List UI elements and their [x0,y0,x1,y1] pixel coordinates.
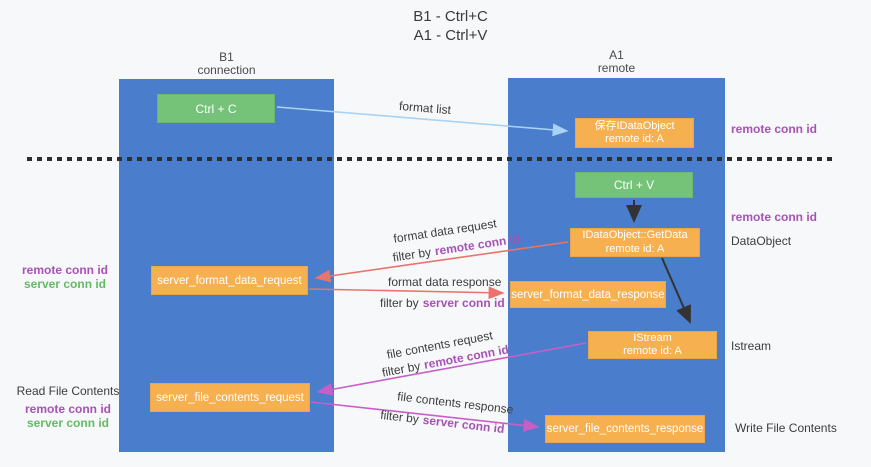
node-server-file-contents-response-label: server_file_contents_response [546,423,704,435]
annotation-left-server-conn-id-2: server conn id [26,416,110,430]
lane-b1-name: B1 [219,50,234,64]
lane-header-a1: A1 remote [508,49,725,75]
lane-a1-name: A1 [609,48,624,62]
node-ctrl-c-label: Ctrl + C [195,101,237,116]
node-server-format-data-request-label: server_format_data_request [157,274,302,287]
node-save-idataobject-line1: 保存IDataObject [594,119,675,132]
edge-label-format-list: format list [398,98,452,118]
section-separator-dashed-line [27,157,832,161]
annotation-left-remote-conn-id: remote conn id [21,263,108,277]
node-ctrl-v: Ctrl + V [575,172,693,198]
node-server-format-data-request: server_format_data_request [151,266,308,295]
annotation-read-file-contents: Read File Contents [16,384,120,398]
annotation-read-file-contents-block: Read File Contents remote conn id server… [12,384,124,430]
title-line-2: A1 - Ctrl+V [413,27,488,44]
annotation-write-file-contents: Write File Contents [735,421,837,435]
lane-header-b1: B1 connection [119,51,334,77]
node-ctrl-c: Ctrl + C [157,94,275,123]
annotation-dataobject: DataObject [731,234,792,248]
node-ctrl-v-label: Ctrl + V [613,178,655,192]
lane-a1-role: remote [597,61,636,75]
keyword-server-conn-id: server conn id [422,296,505,310]
diagram-title: B1 - Ctrl+C A1 - Ctrl+V [30,7,871,45]
node-idataobject-getdata-line1: IDataObject::GetData [582,229,688,241]
arrow-format-data-response [308,286,505,300]
node-save-idataobject-line2: remote id: A [605,133,664,145]
annotation-remote-conn-id-mid: remote conn id [731,210,818,224]
annotation-left-server-conn-id: server conn id [23,277,107,291]
node-server-file-contents-request-label: server_file_contents_request [156,391,304,404]
node-istream-line2: remote id: A [623,345,682,357]
annotation-istream: Istream [731,339,772,353]
annotation-left-conn-ids: remote conn id server conn id [10,263,120,291]
title-line-1: B1 - Ctrl+C [413,8,488,25]
annotation-left-remote-conn-id-2: remote conn id [24,402,111,416]
annotation-remote-conn-id-top: remote conn id [731,122,818,136]
node-server-format-data-response-label: server_format_data_response [511,288,665,301]
node-server-file-contents-request: server_file_contents_request [150,383,310,412]
edge-label-format-data-response: format data response [388,275,502,289]
lane-b1-role: connection [197,63,256,77]
node-server-file-contents-response: server_file_contents_response [545,415,705,443]
node-istream-line1: IStream [633,331,672,344]
node-idataobject-getdata-line2: remote id: A [605,242,665,255]
node-idataobject-getdata: IDataObject::GetData remote id: A [570,228,700,257]
node-save-idataobject: 保存IDataObject remote id: A [575,118,694,148]
keyword-server-conn-id-2: server conn id [422,412,506,437]
node-server-format-data-response: server_format_data_response [510,281,666,308]
node-istream: IStream remote id: A [588,331,717,359]
